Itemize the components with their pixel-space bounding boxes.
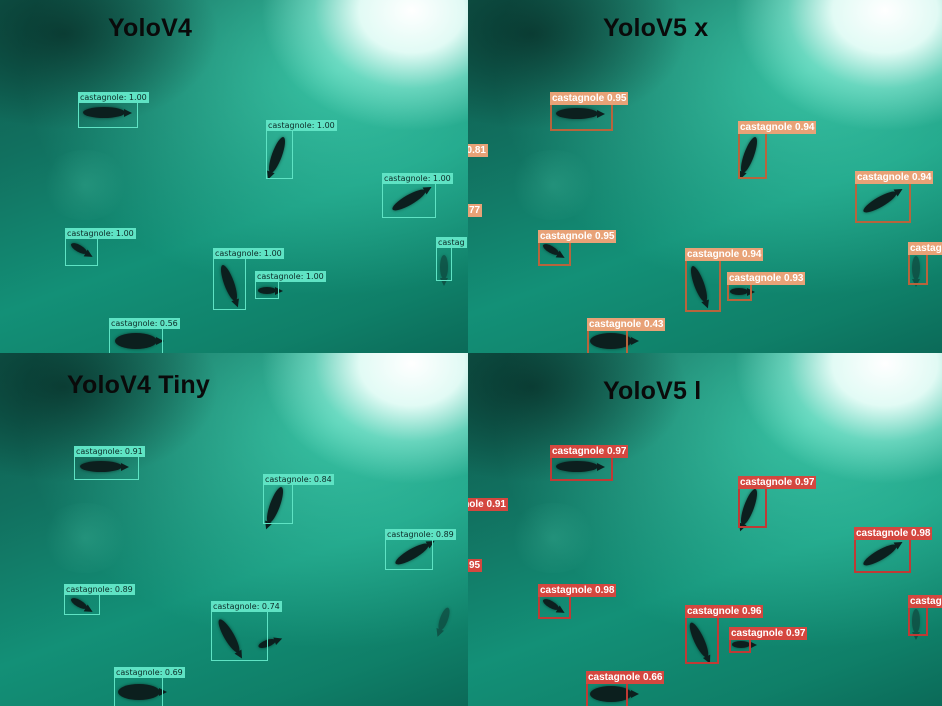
detection-label: castagnole 0.43 <box>587 318 666 331</box>
detection-box: castagnole 0.66 <box>586 671 665 706</box>
detection-box: castagnole: 1.00 <box>266 120 337 179</box>
fish <box>732 641 750 648</box>
fish <box>258 287 276 294</box>
fish <box>83 107 125 118</box>
fish <box>118 684 160 700</box>
detection-label: nole 0.91 <box>468 498 508 511</box>
fish <box>912 609 920 633</box>
detection-box: castagnole 0.93 <box>727 272 806 301</box>
detection-label: castagnole 0.95 <box>550 92 629 105</box>
detection-label: castagnole: 1.00 <box>65 228 136 239</box>
detection-label: nole 0.81 <box>468 144 488 157</box>
fish <box>590 333 632 349</box>
detection-label: castagnole 0.95 <box>538 230 617 243</box>
detection-box: castag <box>908 242 942 285</box>
detection-label: castag <box>908 595 942 608</box>
detection-box: castagnole 0.95 <box>550 92 629 131</box>
detection-label: castagnole 0.66 <box>586 671 665 684</box>
panel-title: YoloV4 <box>108 14 193 42</box>
detection-label: castagnole: 1.00 <box>266 120 337 131</box>
detection-label: castagnole 0.96 <box>685 605 764 618</box>
detection-box: castagnole: 0.69 <box>114 667 185 706</box>
detection-label: castagnole: 0.89 <box>385 529 456 540</box>
detection-label: castagnole: 0.69 <box>114 667 185 678</box>
detection-label: castagnole: 1.00 <box>78 92 149 103</box>
detection-label: castagnole 0.98 <box>854 527 933 540</box>
panel-yolov5x: YoloV5 x castagnole 0.95 castagnole 0.94… <box>468 0 942 353</box>
detection-label: castagnole: 1.00 <box>255 271 326 282</box>
detection-label: castagnole 0.93 <box>727 272 806 285</box>
detection-box: castag <box>908 595 942 636</box>
fish <box>590 686 632 702</box>
detection-label: castagnole: 0.84 <box>263 474 334 485</box>
detection-box: castagnole: 0.91 <box>74 446 145 480</box>
detection-box: castagnole: 1.00 <box>213 248 284 310</box>
detection-label: castagnole 0.94 <box>855 171 934 184</box>
detection-label: 95 <box>468 559 483 572</box>
detection-box: castagnole: 1.00 <box>65 228 136 266</box>
fish <box>556 461 598 472</box>
detection-label: castagnole 0.98 <box>538 584 617 597</box>
detection-box: 7 <box>0 606 2 608</box>
detection-box: castag <box>436 237 467 281</box>
detection-box: castagnole: 1.00 <box>382 173 453 218</box>
detection-box: castagnole: 0.89 <box>64 584 135 615</box>
detection-label: castagnole 0.94 <box>738 121 817 134</box>
panel-yolov4: YoloV4 castagnole: 1.00 castagnole: 1.00… <box>0 0 468 353</box>
detection-label: castagnole: 1.00 <box>382 173 453 184</box>
detection-box: castagnole: 1.00 <box>255 271 326 299</box>
fish <box>80 461 122 472</box>
fish <box>730 288 748 295</box>
detection-label: castagnole 0.94 <box>685 248 764 261</box>
fish <box>556 108 598 119</box>
detection-label: castag <box>908 242 942 255</box>
detection-box: castagnole 0.98 <box>854 527 933 573</box>
detection-box: castagnole: 0.84 <box>263 474 334 524</box>
detection-box: I <box>0 577 2 579</box>
panel-yolov4-tiny: YoloV4 Tiny castagnole: 0.91 castagnole:… <box>0 353 468 706</box>
detection-box: castagnole 0.98 <box>538 584 617 619</box>
panel-yolov5l: YoloV5 l castagnole 0.97 castagnole 0.97… <box>468 353 942 706</box>
detection-label: castagnole 0.97 <box>729 627 808 640</box>
detection-label: 77 <box>468 204 483 217</box>
detection-label: castagnole 0.97 <box>738 476 817 489</box>
detection-box: castagnole: 0.89 <box>385 529 456 570</box>
detection-label: castag <box>436 237 467 248</box>
detection-box: castagnole 0.97 <box>738 476 817 528</box>
detection-label: castagnole: 0.91 <box>74 446 145 457</box>
detection-box: castagnole: 0.56 <box>109 318 180 353</box>
detection-box: castagnole 0.97 <box>550 445 629 481</box>
panel-title: YoloV5 x <box>603 14 709 42</box>
detection-box: castagnole 0.94 <box>738 121 817 179</box>
fish <box>115 333 157 349</box>
detection-box: castagnole 0.43 <box>587 318 666 353</box>
detection-box: castagnole: 0.74 <box>211 601 282 661</box>
panel-title: YoloV5 l <box>603 377 702 405</box>
detection-box: castagnole: 1.00 <box>78 92 149 128</box>
detection-label: castagnole: 0.89 <box>64 584 135 595</box>
detection-box: castagnole 0.95 <box>538 230 617 266</box>
detection-label: castagnole 0.97 <box>550 445 629 458</box>
detection-label: castagnole: 0.56 <box>109 318 180 329</box>
fish <box>912 256 920 280</box>
detection-box: castagnole 0.94 <box>685 248 764 312</box>
detection-label: castagnole: 1.00 <box>213 248 284 259</box>
detection-label: castagnole: 0.74 <box>211 601 282 612</box>
fish <box>440 255 448 279</box>
detection-box: castagnole 0.96 <box>685 605 764 664</box>
panel-title: YoloV4 Tiny <box>67 371 210 399</box>
detection-box: castagnole 0.94 <box>855 171 934 223</box>
detection-box: castagnole 0.97 <box>729 627 808 653</box>
fish <box>436 606 452 632</box>
